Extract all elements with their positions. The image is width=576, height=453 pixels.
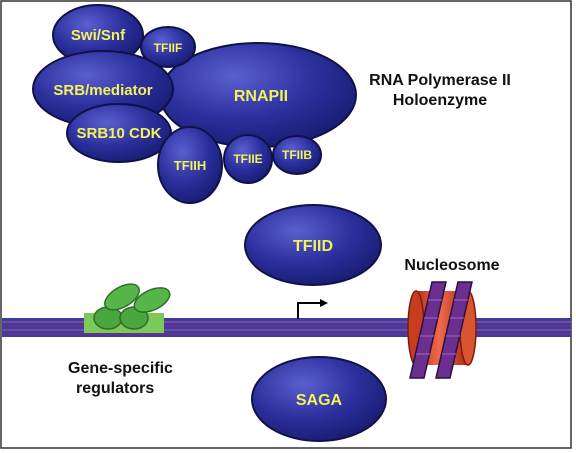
holoenzyme-caption-line1: RNA Polymerase II xyxy=(369,72,511,89)
rnapii-label: RNAPII xyxy=(234,88,288,105)
tfiif-blob xyxy=(140,26,196,68)
nucleosome-caption: Nucleosome xyxy=(404,257,499,274)
tfiib-label: TFIIB xyxy=(282,148,312,162)
saga-label: SAGA xyxy=(296,392,343,409)
tfiih-label: TFIIH xyxy=(174,158,207,173)
swi-snf-label: Swi/Snf xyxy=(71,27,126,44)
tfiie-blob xyxy=(223,134,273,184)
tfiib-blob xyxy=(272,135,322,175)
barrel-coil-icon xyxy=(407,281,477,379)
saga-blob xyxy=(251,356,387,442)
srb10-cdk-blob xyxy=(66,103,172,163)
srb10-cdk-label: SRB10 CDK xyxy=(76,125,161,142)
regulators-caption-line1: Gene-specific xyxy=(68,360,173,377)
srb-mediator-label: SRB/mediator xyxy=(53,82,152,99)
bent-arrow-icon xyxy=(297,299,328,319)
tfiih-blob xyxy=(157,126,223,204)
tfiie-label: TFIIE xyxy=(233,152,262,166)
tfiid-label: TFIID xyxy=(293,238,333,255)
holoenzyme-caption-line2: Holoenzyme xyxy=(393,92,487,109)
tfiif-label: TFIIF xyxy=(154,41,183,55)
green-ovals-icon xyxy=(84,283,171,333)
tfiid-blob xyxy=(244,204,382,286)
regulators-caption-line2: regulators xyxy=(76,380,154,397)
